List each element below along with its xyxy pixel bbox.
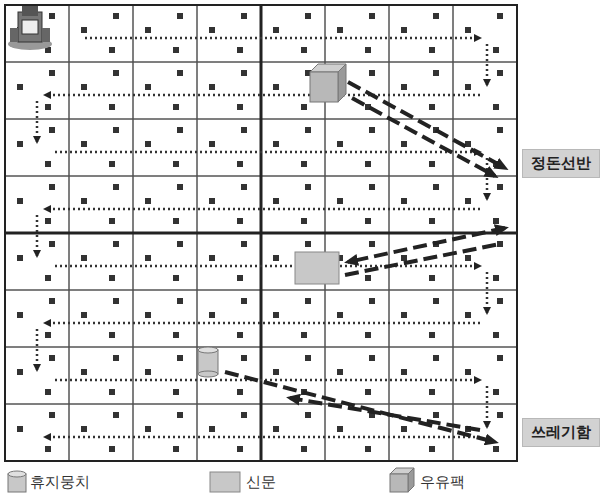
legend-samples [8, 468, 414, 492]
floor-dots [17, 13, 503, 452]
bin-label: 쓰레기함 [531, 423, 591, 442]
legend-text: 신문 [246, 473, 276, 492]
bin-box: 정돈선반 [522, 149, 600, 178]
milk-pack [310, 64, 346, 102]
grid-cells [5, 5, 517, 461]
coverage-path [37, 38, 487, 437]
newspaper [295, 252, 339, 284]
tissue-lump [198, 347, 218, 377]
bin-box: 쓰레기함 [522, 418, 600, 447]
bin-label: 정돈선반 [531, 154, 591, 173]
legend-text: 우유팩 [420, 473, 465, 492]
robot-icon [8, 6, 52, 50]
transport-arrows [225, 82, 505, 442]
legend-text: 휴지뭉치 [30, 473, 90, 492]
